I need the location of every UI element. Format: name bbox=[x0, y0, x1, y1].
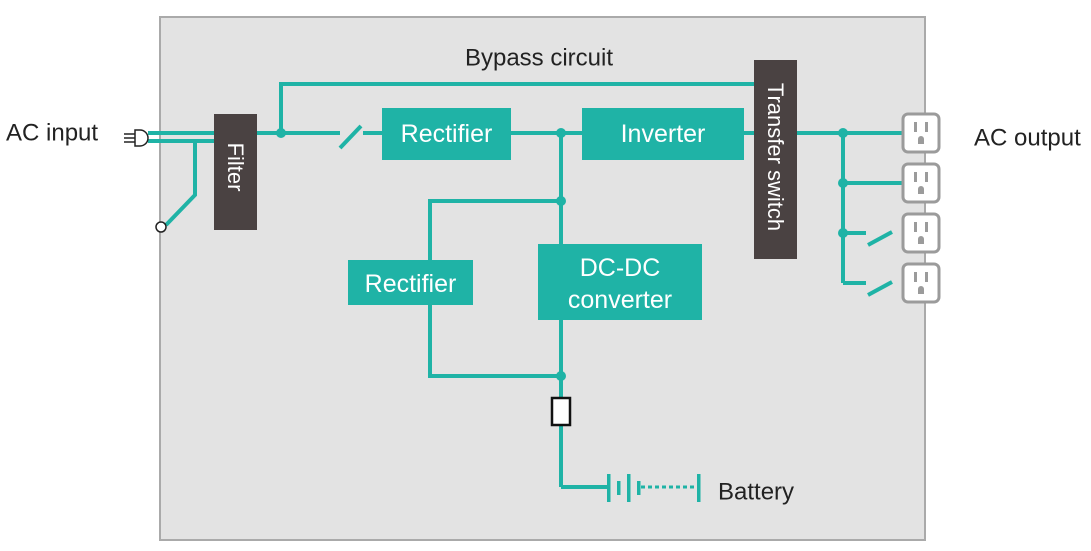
rectifier-top-block: Rectifier bbox=[382, 108, 511, 160]
rectifier-loop-wire bbox=[428, 199, 561, 261]
transfer-switch-block: Transfer switch bbox=[754, 60, 797, 259]
ac-input-label: AC input bbox=[6, 120, 98, 147]
junction-dot bbox=[556, 371, 566, 381]
filter-label: Filter bbox=[223, 143, 248, 192]
junction-dot bbox=[838, 178, 848, 188]
outlet-icon bbox=[901, 212, 941, 254]
rectifier-left-label: Rectifier bbox=[365, 270, 457, 298]
plug-icon bbox=[124, 129, 149, 147]
junction-dots bbox=[276, 128, 848, 381]
junction-dot bbox=[556, 196, 566, 206]
outlet-icon bbox=[901, 162, 941, 204]
rectifier-left-block: Rectifier bbox=[348, 260, 473, 305]
ground-terminal-icon bbox=[155, 221, 167, 233]
ground-wire bbox=[164, 141, 197, 227]
outlet-icon bbox=[901, 112, 941, 154]
junction-dot bbox=[838, 128, 848, 138]
bypass-circuit-label: Bypass circuit bbox=[465, 45, 613, 72]
battery-icon bbox=[607, 474, 701, 502]
junction-dot bbox=[276, 128, 286, 138]
transfer-switch-label: Transfer switch bbox=[763, 83, 788, 231]
wiring bbox=[148, 82, 904, 489]
fuse-icon bbox=[550, 396, 572, 427]
filter-block: Filter bbox=[214, 114, 257, 230]
inverter-label: Inverter bbox=[621, 120, 706, 148]
dcdc-converter-block: DC-DC converter bbox=[538, 244, 702, 320]
rectifier-top-label: Rectifier bbox=[401, 120, 493, 148]
output-switch-icon bbox=[867, 280, 893, 297]
input-switch-icon bbox=[338, 124, 363, 150]
battery-label: Battery bbox=[718, 479, 794, 506]
dcdc-label-line1: DC-DC bbox=[580, 254, 661, 282]
junction-dot bbox=[838, 228, 848, 238]
ac-output-label: AC output bbox=[974, 125, 1081, 152]
junction-dot bbox=[556, 128, 566, 138]
dcdc-label-line2: converter bbox=[568, 286, 672, 314]
output-switch-icon bbox=[867, 230, 893, 247]
bypass-wire bbox=[279, 82, 755, 133]
outlet-icon bbox=[901, 262, 941, 304]
rectifier-loop-wire bbox=[428, 305, 561, 378]
inverter-block: Inverter bbox=[582, 108, 744, 160]
outlets bbox=[901, 112, 941, 304]
